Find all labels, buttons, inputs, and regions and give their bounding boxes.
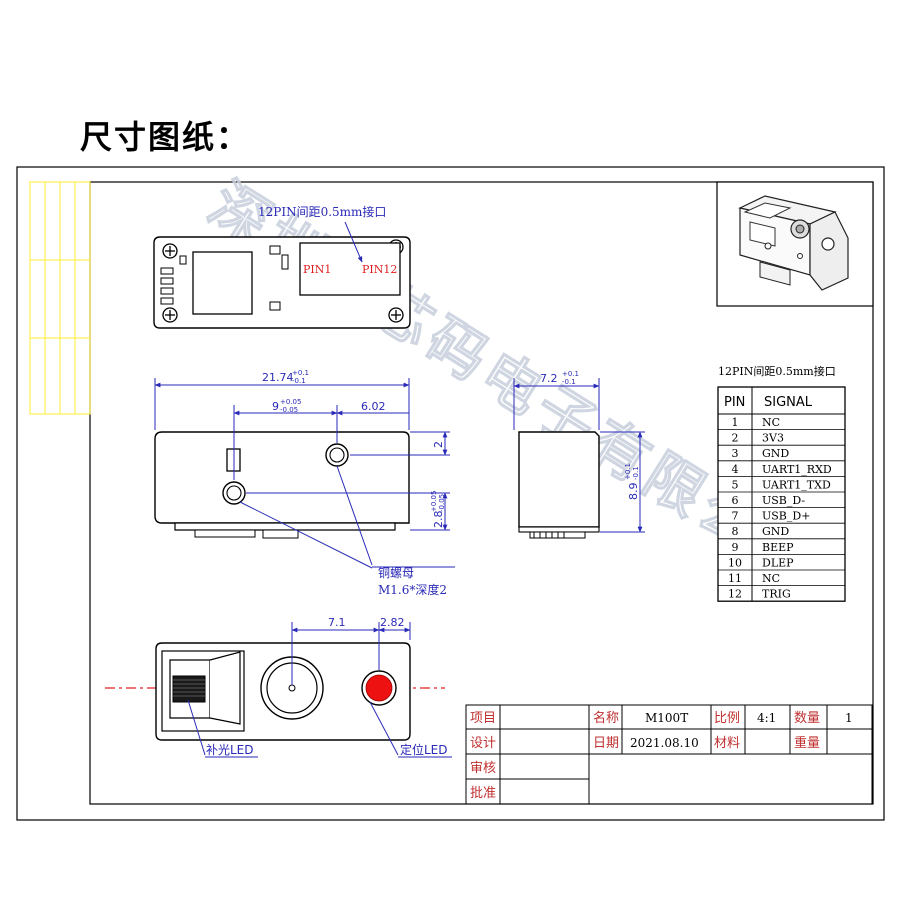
pin-table-header: SIGNAL — [764, 395, 813, 410]
screw-icon — [162, 307, 178, 323]
screw-icon — [162, 243, 178, 259]
aim-led-icon — [361, 670, 397, 706]
tb-project-label: 项目 — [470, 711, 496, 726]
front-view — [154, 431, 410, 539]
dim-side-width-tol-lower: -0.1 — [562, 378, 576, 386]
pin-signal: TRIG — [762, 588, 791, 601]
pin-number: 4 — [732, 463, 739, 476]
tb-scale-label: 比例 — [714, 711, 740, 726]
dim-vert-top: 2 — [432, 441, 445, 448]
pin-number: 8 — [732, 525, 739, 538]
tb-name-value: M100T — [645, 711, 688, 725]
dim-bottom-a: 7.1 — [328, 616, 346, 629]
fill-led-label: 补光LED — [206, 743, 254, 757]
sensor-chip — [192, 251, 253, 315]
tb-approve-label: 批准 — [470, 786, 496, 801]
pin-number: 5 — [732, 478, 739, 491]
pin12-label: PIN12 — [362, 263, 397, 276]
pin-number: 6 — [732, 494, 739, 507]
fpc-connector — [299, 242, 401, 296]
dim-side-height-tol-upper: +0.1 — [624, 463, 632, 480]
tb-weight-label: 重量 — [794, 735, 820, 751]
title-block — [465, 704, 873, 805]
dim-vert-bottom: 2.8 — [432, 511, 445, 529]
top-view — [153, 236, 411, 329]
nut-label: 铜螺母 — [378, 565, 414, 580]
bottom-dimensions — [187, 622, 452, 758]
pin-signal: GND — [762, 525, 789, 538]
pin1-label: PIN1 — [303, 263, 331, 276]
dim-vert-bottom-tol-lower: -0.05 — [438, 494, 446, 512]
dim-side-height-tol-lower: -0.1 — [632, 466, 640, 480]
tb-date-value: 2021.08.10 — [630, 736, 699, 750]
pin-table-caption: 12PIN间距0.5mm接口 — [718, 365, 836, 378]
aim-led-label: 定位LED — [400, 742, 448, 757]
tb-name-label: 名称 — [593, 710, 619, 726]
bottom-view — [155, 642, 411, 741]
pin-signal: NC — [762, 572, 780, 585]
front-dimensions — [154, 378, 455, 569]
dim-bottom-b: 2.82 — [380, 616, 405, 629]
pin-number: 9 — [732, 541, 739, 554]
tb-date-label: 日期 — [593, 736, 619, 751]
tb-scale-value: 4:1 — [757, 711, 776, 725]
dim-side-width: 7.2 — [540, 372, 558, 385]
pin-signal: NC — [762, 416, 780, 429]
tb-qty-value: 1 — [845, 711, 853, 725]
pin-signal: 3V3 — [762, 432, 784, 445]
pin-signal: DLEP — [762, 556, 794, 569]
pin-number: 12 — [728, 588, 742, 601]
dim-front-right: 6.02 — [361, 400, 386, 413]
pin-table-border — [717, 386, 846, 602]
connector-label: 12PIN间距0.5mm接口 — [258, 204, 386, 219]
tb-qty-label: 数量 — [794, 711, 820, 726]
dim-hole-spacing-tol-upper: +0.05 — [280, 398, 301, 406]
pin-number: 11 — [728, 572, 742, 585]
nut-hole-icon — [325, 443, 349, 467]
screw-icon — [388, 307, 404, 323]
pin-number: 7 — [732, 510, 739, 523]
dim-front-width-tol-lower: -0.1 — [292, 377, 306, 385]
pin-signal: UART1_RXD — [762, 463, 832, 476]
nut-spec: M1.6*深度2 — [378, 582, 447, 597]
pin-signal: GND — [762, 447, 789, 460]
dim-front-width: 21.74 — [262, 371, 294, 384]
side-view — [518, 431, 600, 539]
revision-grid — [29, 181, 91, 415]
pin-table-header: PIN — [724, 395, 745, 410]
pin-signal: USB_D- — [762, 494, 805, 507]
pin-number: 2 — [732, 432, 739, 445]
dim-front-width-tol-upper: +0.1 — [292, 369, 309, 377]
dim-side-height: 8.9 — [627, 483, 640, 501]
dim-side-width-tol-upper: +0.1 — [562, 370, 579, 378]
nut-hole-icon — [222, 481, 246, 505]
outer-frame — [16, 166, 885, 821]
side-dimensions — [513, 378, 645, 533]
pin-signal: UART1_TXD — [762, 478, 831, 491]
pin-signal: BEEP — [762, 541, 794, 554]
isometric-view — [716, 181, 874, 307]
tb-material-label: 材料 — [714, 736, 740, 751]
tb-design-label: 设计 — [470, 736, 496, 751]
tb-review-label: 审核 — [470, 761, 496, 776]
dim-hole-spacing-tol-lower: -0.05 — [280, 406, 298, 414]
pin-number: 10 — [728, 556, 742, 569]
pin-number: 1 — [732, 416, 739, 429]
dim-vert-bottom-tol-upper: +0.05 — [430, 491, 438, 512]
pin-number: 3 — [732, 447, 739, 460]
dim-hole-spacing: 9 — [272, 400, 279, 413]
lens-icon — [260, 656, 324, 720]
page-title: 尺寸图纸： — [80, 118, 251, 156]
pin-signal: USB_D+ — [762, 510, 810, 523]
